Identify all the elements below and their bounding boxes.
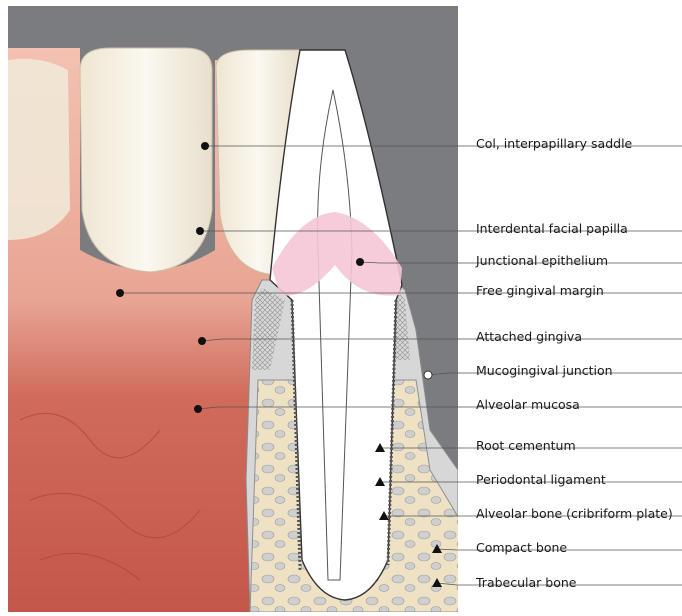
dot-marker xyxy=(201,142,209,150)
label-attached-gingiva: Attached gingiva xyxy=(476,330,582,344)
label-mucogingival-junction: Mucogingival junction xyxy=(476,364,613,378)
dot-marker xyxy=(198,337,206,345)
label-col-interpapillary-saddle: Col, interpapillary saddle xyxy=(476,137,632,151)
hollow-dot-marker xyxy=(424,371,432,379)
dot-marker xyxy=(356,258,364,266)
dot-marker xyxy=(194,405,202,413)
photo-tooth-left xyxy=(80,48,212,272)
label-compact-bone: Compact bone xyxy=(476,541,567,555)
label-free-gingival-margin: Free gingival margin xyxy=(476,284,604,298)
dot-marker xyxy=(116,289,124,297)
label-root-cementum: Root cementum xyxy=(476,439,576,453)
label-alveolar-mucosa: Alveolar mucosa xyxy=(476,398,580,412)
label-junctional-epithelium: Junctional epithelium xyxy=(476,254,608,268)
dot-marker xyxy=(196,227,204,235)
label-trabecular-bone: Trabecular bone xyxy=(476,576,576,590)
label-interdental-facial-papilla: Interdental facial papilla xyxy=(476,222,628,236)
label-alveolar-bone-cribriform-plate: Alveolar bone (cribriform plate) xyxy=(476,507,673,521)
photo-tooth-edge xyxy=(8,59,70,240)
label-periodontal-ligament: Periodontal ligament xyxy=(476,473,606,487)
